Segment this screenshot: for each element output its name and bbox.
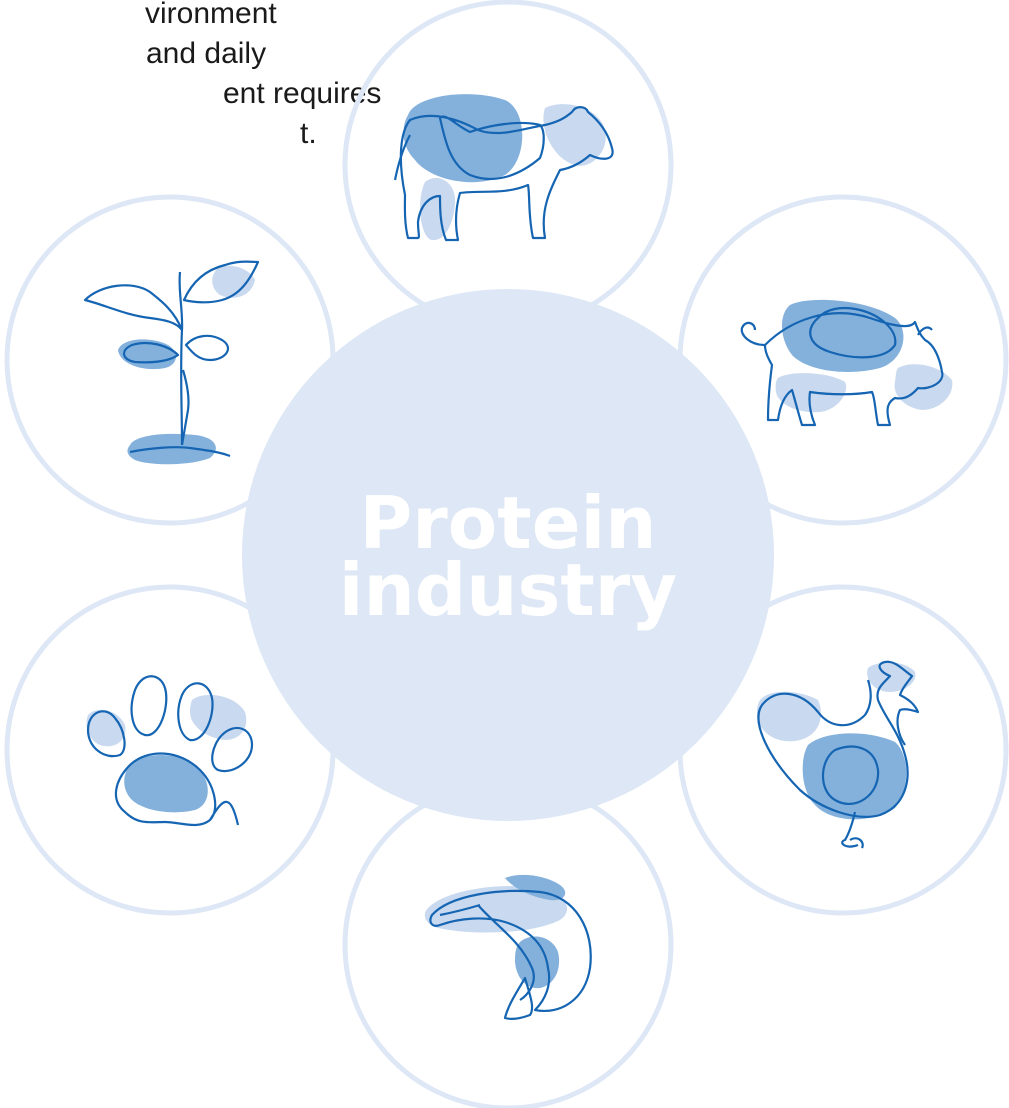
ring-paw (7, 587, 333, 913)
chicken-icon (757, 662, 918, 848)
ring-fish (345, 782, 671, 1108)
center-title-line2: industry (339, 548, 677, 632)
cow-icon (395, 94, 613, 240)
fish-icon (425, 875, 591, 1019)
plant-sprout-icon (85, 262, 258, 465)
pet-paw-icon (87, 676, 253, 825)
pig-icon (742, 300, 953, 425)
